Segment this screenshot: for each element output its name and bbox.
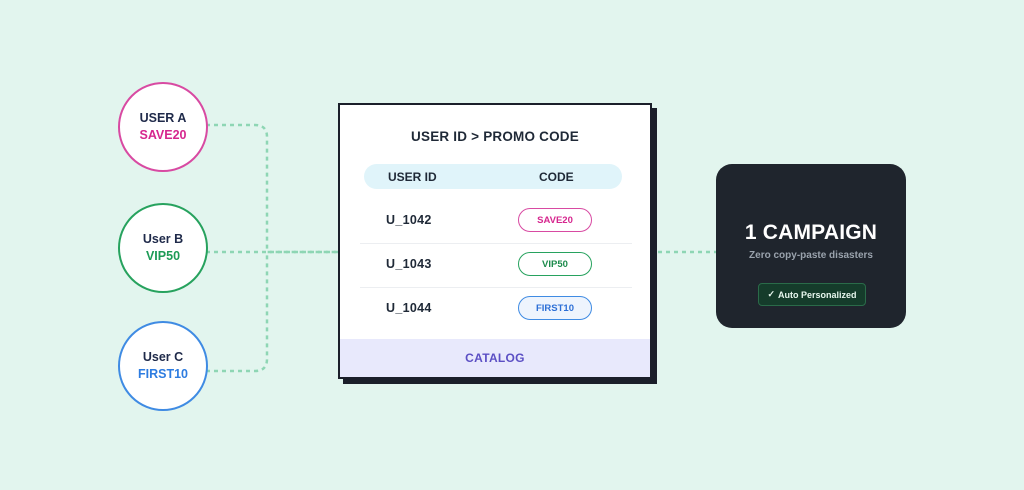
table-row: U_1044 FIRST10 (360, 287, 632, 331)
promo-code-badge: VIP50 (518, 252, 592, 276)
promo-code-table-card: USER ID > PROMO CODE USER ID CODE U_1042… (338, 103, 652, 379)
user-c-code: FIRST10 (137, 367, 188, 381)
row-user-id: U_1043 (386, 257, 432, 271)
campaign-subtitle: Zero copy-paste disasters (749, 250, 873, 261)
table-row: U_1043 VIP50 (360, 243, 632, 288)
table-row: U_1042 SAVE20 (360, 199, 632, 244)
user-c-name: User C (142, 350, 184, 364)
user-c-node: User C FIRST10 (118, 321, 208, 411)
column-header-code: CODE (539, 170, 574, 184)
promo-code-badge: FIRST10 (518, 296, 592, 320)
user-a-node: USER A SAVE20 (118, 82, 208, 172)
row-user-id: U_1042 (386, 213, 432, 227)
promo-code-badge: SAVE20 (518, 208, 592, 232)
table-header: USER ID CODE (364, 164, 622, 189)
table-title: USER ID > PROMO CODE (411, 129, 579, 144)
user-b-node: User B VIP50 (118, 203, 208, 293)
auto-personalized-label: Auto Personalized (778, 289, 857, 300)
check-icon: ✓ (767, 289, 776, 299)
auto-personalized-badge: ✓ Auto Personalized (758, 283, 866, 306)
column-header-user-id: USER ID (388, 170, 437, 184)
campaign-card: 1 CAMPAIGN Zero copy-paste disasters ✓ A… (716, 164, 906, 328)
catalog-footer: CATALOG (340, 339, 650, 377)
connector-user-c (206, 252, 269, 373)
user-b-code: VIP50 (145, 249, 181, 263)
user-a-name: USER A (139, 111, 187, 125)
row-user-id: U_1044 (386, 301, 432, 315)
user-a-code: SAVE20 (139, 128, 187, 142)
campaign-title: 1 CAMPAIGN (744, 221, 878, 244)
connector-user-a (206, 123, 338, 254)
user-b-name: User B (142, 232, 184, 246)
